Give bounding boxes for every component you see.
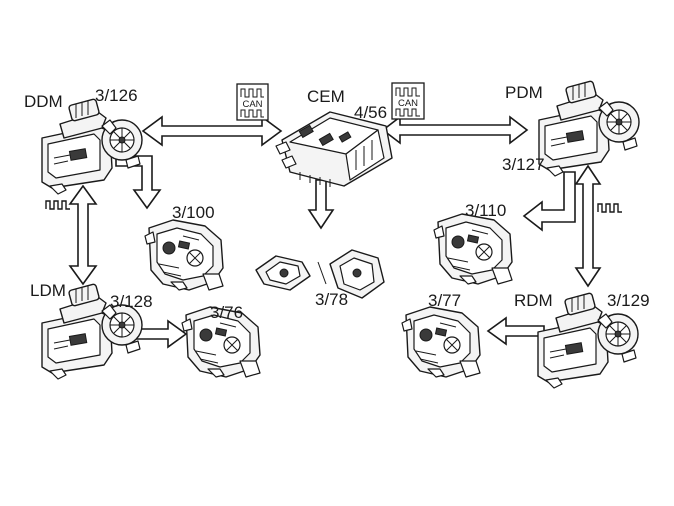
lock-3-110-image — [433, 213, 513, 285]
lock-3-100-image — [144, 219, 224, 291]
arrow-cem-pdm — [381, 115, 529, 145]
arrow-ddm-ldm — [68, 184, 98, 286]
lock-3-78-image — [255, 249, 385, 299]
pdm-motor-image — [538, 79, 640, 177]
component-3-78-label: 3/78 — [315, 290, 348, 309]
lock-3-77-image — [401, 306, 481, 378]
component-3-77-label: 3/77 — [428, 291, 461, 310]
component-3-100-label: 3/100 — [172, 203, 215, 222]
ddm-ref-label: 3/126 — [95, 86, 138, 105]
arrow-cem-ddm — [141, 115, 283, 147]
component-3-110-label: 3/110 — [465, 201, 506, 220]
ddm-label: DDM — [24, 92, 63, 111]
arrow-pdm-rdm — [574, 164, 602, 288]
can-label-left: CAN — [242, 99, 262, 110]
signal-wave-icon-left — [45, 200, 70, 210]
ldm-ref-label: 3/128 — [110, 292, 153, 311]
can-label-right: CAN — [398, 98, 418, 109]
ddm-motor-image — [41, 97, 143, 195]
rdm-label: RDM — [514, 291, 553, 310]
arrow-pdm-3-110 — [522, 171, 576, 232]
rdm-ref-label: 3/129 — [607, 291, 650, 310]
component-3-76-label: 3/76 — [210, 303, 243, 322]
pdm-label: PDM — [505, 83, 543, 102]
can-bus-icon-right: CAN — [391, 82, 425, 120]
ldm-label: LDM — [30, 281, 66, 300]
cem-label: CEM — [307, 87, 345, 106]
arrow-cem-3-78 — [307, 179, 335, 230]
cem-ref-label: 4/56 — [354, 103, 387, 122]
pdm-ref-label: 3/127 — [502, 155, 545, 174]
arrow-rdm-3-77 — [486, 316, 545, 346]
can-bus-icon-left: CAN — [236, 83, 269, 121]
signal-wave-icon-right — [597, 203, 622, 213]
cem-unit-image — [275, 111, 393, 187]
